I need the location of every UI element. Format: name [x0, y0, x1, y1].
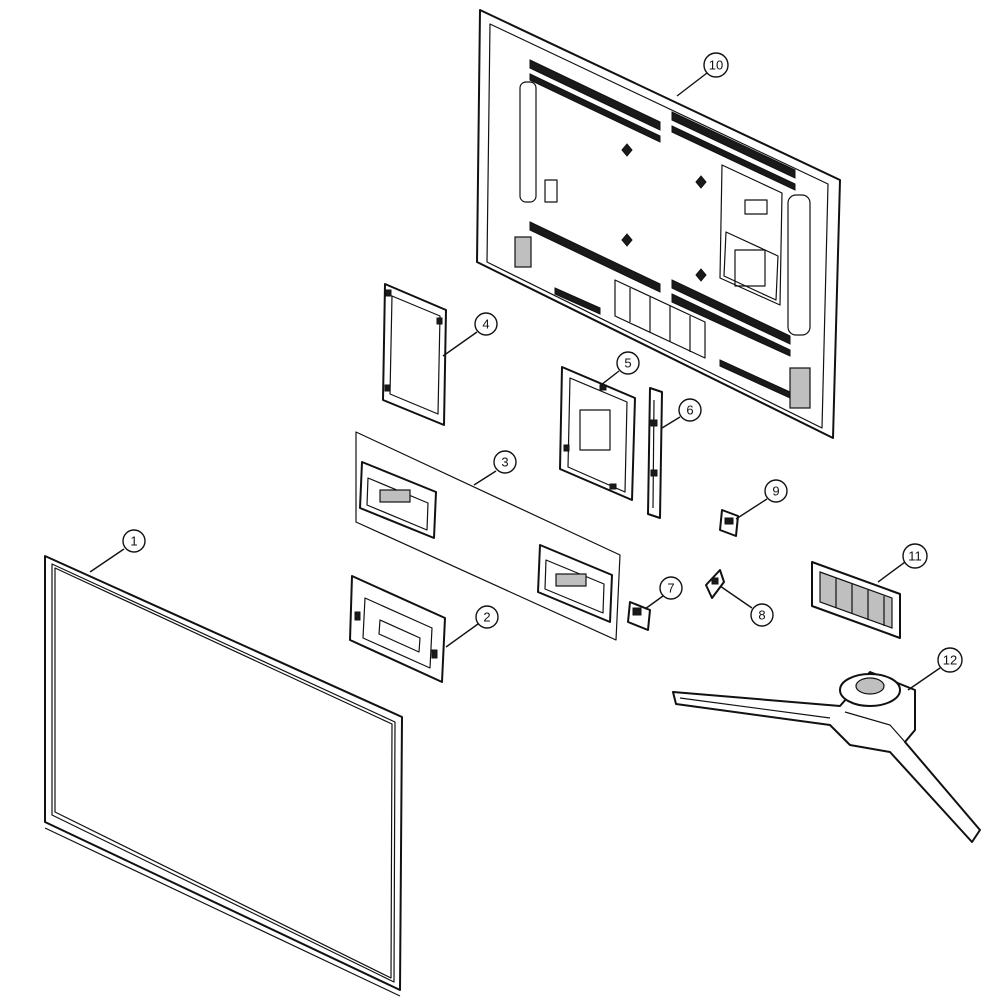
callout-10-label: 10: [709, 58, 723, 73]
callout-6: 6: [678, 398, 702, 422]
callout-1-label: 1: [130, 534, 137, 549]
callout-3-label: 3: [501, 455, 508, 470]
callout-12: 12: [937, 647, 963, 673]
part-small-bracket: [627, 601, 651, 631]
callout-2-label: 2: [483, 610, 490, 625]
part-small-clip: [719, 509, 739, 537]
callout-8: 8: [750, 603, 774, 627]
part-bracket-strip: [647, 387, 663, 519]
part-power-board: [382, 283, 447, 426]
part-wall-mount-bracket-set: [355, 431, 621, 641]
callout-2: 2: [475, 605, 499, 629]
part-front-bezel: [44, 555, 403, 997]
callout-1: 1: [122, 529, 146, 553]
callout-11: 11: [902, 543, 928, 569]
part-stand-neck: [811, 561, 901, 639]
callout-5: 5: [616, 351, 640, 375]
callout-11-label: 11: [908, 549, 922, 564]
callout-4-label: 4: [482, 317, 489, 332]
callout-3: 3: [493, 450, 517, 474]
leader-lines: [89, 72, 941, 691]
callout-6-label: 6: [686, 403, 693, 418]
callout-10: 10: [703, 52, 729, 78]
callout-7-label: 7: [667, 581, 674, 596]
part-stand-base: [672, 671, 981, 843]
callout-9: 9: [764, 479, 788, 503]
callout-12-label: 12: [943, 653, 957, 668]
callout-5-label: 5: [624, 356, 631, 371]
part-main-board: [559, 366, 636, 501]
part-holder: [705, 569, 725, 599]
callout-8-label: 8: [758, 608, 765, 623]
callout-4: 4: [474, 312, 498, 336]
callout-7: 7: [659, 576, 683, 600]
callout-9-label: 9: [772, 484, 779, 499]
part-rear-cover: [476, 9, 841, 439]
part-stand-bracket: [349, 575, 446, 683]
